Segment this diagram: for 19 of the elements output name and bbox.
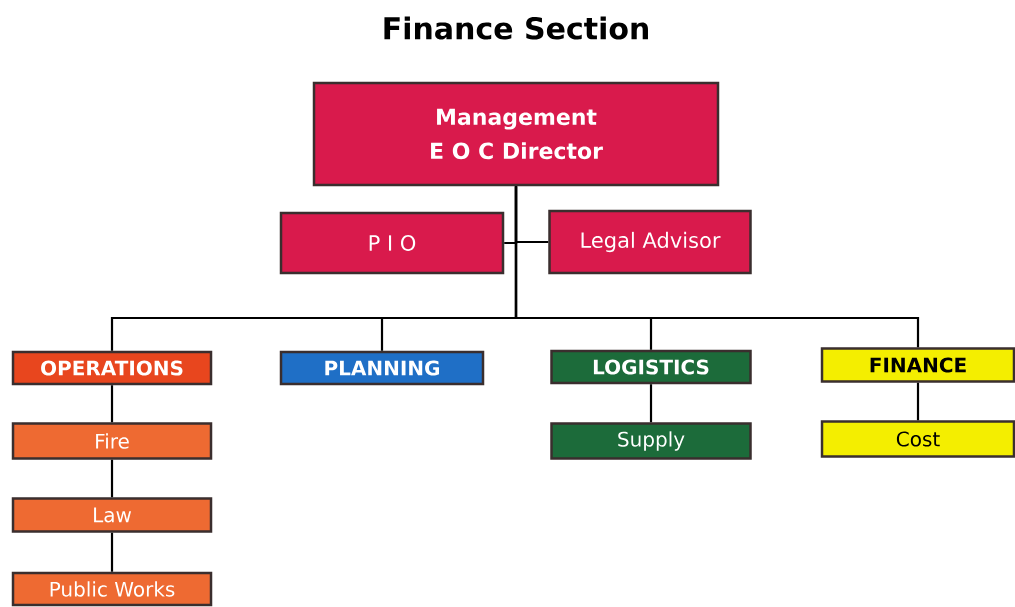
unit-box: Supply <box>550 422 752 460</box>
connector-line <box>110 532 114 572</box>
staff-box: Legal Advisor <box>548 209 752 275</box>
connector-line <box>916 382 920 421</box>
staff-box: P I O <box>279 211 505 275</box>
unit-box: Cost <box>820 420 1015 458</box>
section-box: LOGISTICS <box>550 349 752 385</box>
connector-line <box>110 385 114 423</box>
unit-box: Public Works <box>11 571 213 607</box>
section-box: FINANCE <box>820 347 1015 383</box>
unit-box: Law <box>11 497 213 533</box>
connector-line <box>649 384 653 423</box>
connector-line <box>514 186 920 348</box>
title: Finance Section <box>384 16 648 40</box>
unit-box: Fire <box>11 422 213 460</box>
director-box: Management E O C Director <box>312 81 720 187</box>
connector-line <box>110 459 114 498</box>
section-box: OPERATIONS <box>11 350 213 386</box>
section-box: PLANNING <box>279 350 485 386</box>
